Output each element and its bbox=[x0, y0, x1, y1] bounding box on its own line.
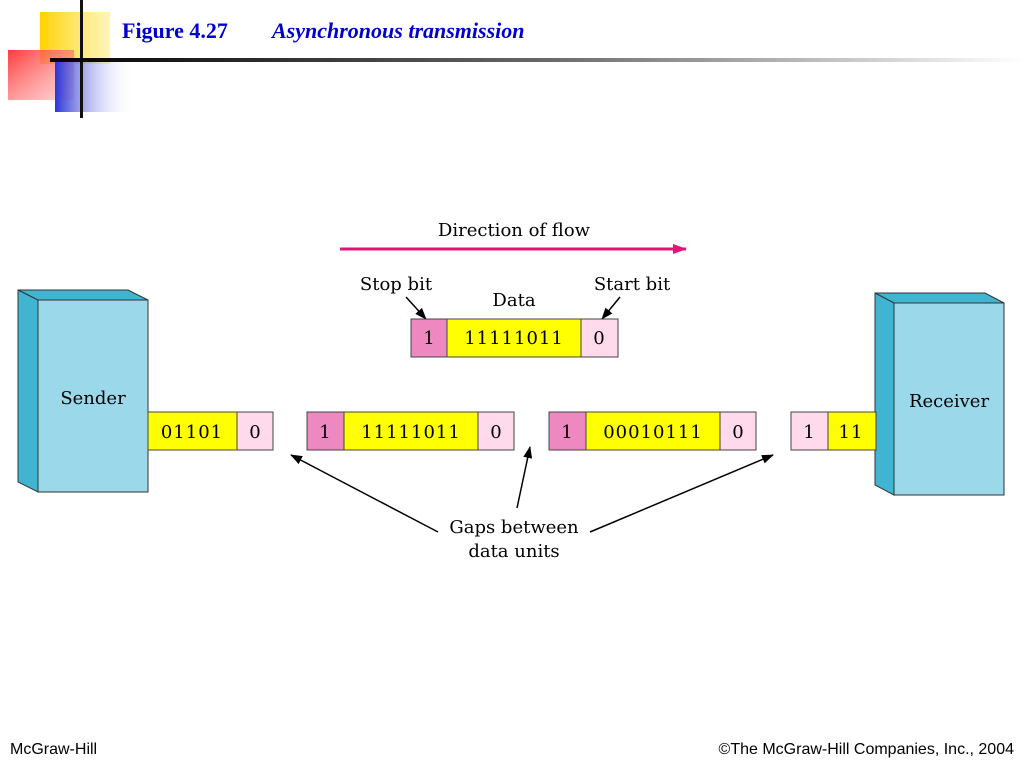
stop-bit-pointer bbox=[405, 296, 427, 320]
frame-d-stop-text: 1 bbox=[803, 422, 814, 443]
frame-c-stop-text: 1 bbox=[561, 422, 572, 443]
frame-d-data-text: 11 bbox=[839, 422, 864, 443]
frame-a-start-cell bbox=[236, 411, 274, 451]
frame-c: 1 00010111 0 bbox=[548, 411, 757, 451]
footer-copyright: ©The McGraw-Hill Companies, Inc., 2004 bbox=[718, 741, 1014, 758]
frame-a-data-cell bbox=[147, 411, 238, 451]
start-bit-pointer bbox=[601, 296, 621, 320]
frame-b: 1 11111011 0 bbox=[306, 411, 515, 451]
data-label: Data bbox=[492, 290, 535, 311]
footer-publisher: McGraw-Hill bbox=[10, 741, 98, 758]
gap-arrow-left bbox=[290, 454, 439, 533]
frame-d: 1 11 bbox=[790, 411, 877, 451]
stop-bit-label: Stop bit bbox=[360, 274, 433, 295]
gaps-label-line1: Gaps between bbox=[449, 517, 579, 538]
deco-horizontal-line bbox=[50, 58, 1024, 62]
frame-c-data-cell bbox=[585, 411, 721, 451]
frame-b-stop-cell bbox=[306, 411, 345, 451]
frame-c-data-text: 00010111 bbox=[603, 422, 703, 443]
frame-a-start-text: 0 bbox=[249, 422, 260, 443]
frame-a: 01101 0 bbox=[147, 411, 274, 451]
gaps-label-line2: data units bbox=[468, 541, 559, 562]
gap-arrow-center bbox=[516, 446, 533, 509]
frame-c-start-text: 0 bbox=[732, 422, 743, 443]
sender-label: Sender bbox=[60, 388, 126, 409]
legend-start-cell bbox=[580, 318, 619, 358]
frame-b-stop-text: 1 bbox=[319, 422, 330, 443]
figure-title: Asynchronous transmission bbox=[272, 18, 525, 43]
frame-b-start-text: 0 bbox=[490, 422, 501, 443]
frame-b-start-cell bbox=[477, 411, 515, 451]
sender-box: Sender bbox=[17, 289, 149, 493]
corner-decoration bbox=[8, 0, 1024, 118]
frame-d-stop-cell bbox=[790, 411, 829, 451]
frame-b-data-text: 11111011 bbox=[361, 422, 461, 443]
sender-top-face bbox=[17, 289, 149, 301]
receiver-top-face bbox=[874, 292, 1005, 304]
start-bit-label: Start bit bbox=[594, 274, 671, 295]
frame-a-data-text: 01101 bbox=[161, 422, 223, 443]
legend-frame: 1 11111011 0 bbox=[410, 318, 619, 358]
frame-b-data-cell bbox=[343, 411, 479, 451]
deco-blue-square bbox=[55, 62, 135, 112]
figure-number: Figure 4.27 bbox=[122, 18, 228, 43]
receiver-label: Receiver bbox=[909, 391, 990, 412]
frame-c-start-cell bbox=[719, 411, 757, 451]
sender-side-face bbox=[17, 289, 39, 493]
legend-data-text: 11111011 bbox=[464, 328, 564, 349]
sender-front-face bbox=[37, 299, 149, 493]
frame-c-stop-cell bbox=[548, 411, 587, 451]
frame-d-data-cell bbox=[827, 411, 877, 451]
receiver-side-face bbox=[874, 292, 895, 496]
gap-arrow-right bbox=[589, 454, 774, 533]
receiver-front-face bbox=[893, 302, 1005, 496]
legend-stop-text: 1 bbox=[423, 328, 434, 349]
legend-start-text: 0 bbox=[593, 328, 604, 349]
direction-label: Direction of flow bbox=[438, 220, 591, 241]
